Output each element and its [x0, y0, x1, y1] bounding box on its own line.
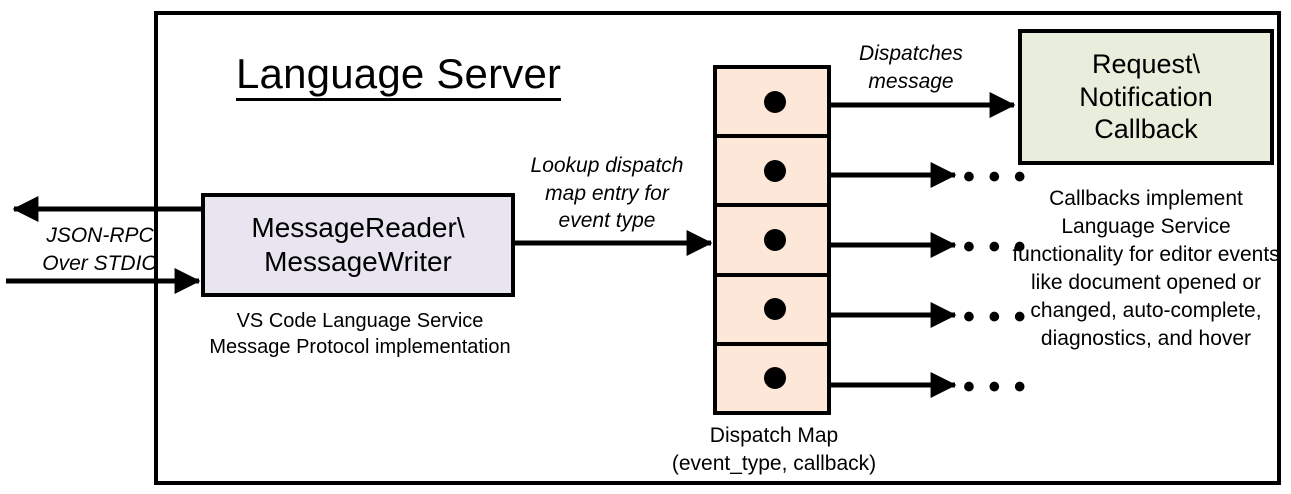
callback-line3: Callback	[1094, 114, 1198, 145]
annotation-dispatches-line2: message	[868, 69, 954, 93]
message-reader-caption-line2: Message Protocol implementation	[209, 336, 511, 359]
ellipsis-row-3: • • •	[963, 228, 1028, 266]
dispatch-entry-dot-icon	[764, 229, 786, 251]
annotation-lookup-dispatch: Lookup dispatch map entry for event type	[512, 152, 702, 235]
dispatch-map-row[interactable]	[717, 138, 827, 208]
annotation-jsonrpc-line1: JSON-RPC	[46, 224, 154, 247]
annotation-jsonrpc: JSON-RPC Over STDIO	[20, 222, 180, 277]
dispatch-entry-dot-icon	[764, 159, 786, 182]
dispatch-entry-dot-icon	[764, 367, 786, 390]
request-notification-callback-box[interactable]: Request\ Notification Callback	[1018, 29, 1274, 165]
annotation-dispatches-line1: Dispatches	[859, 42, 963, 65]
dispatch-map-row[interactable]	[717, 346, 827, 411]
callback-caption: Callbacks implement Language Service fun…	[1012, 187, 1280, 350]
annotation-jsonrpc-line2: Over STDIO	[42, 251, 158, 275]
message-reader-line1: MessageReader\	[251, 211, 465, 243]
dispatch-map-caption-line1: Dispatch Map	[709, 424, 839, 447]
callback-line1: Request\	[1091, 48, 1201, 79]
page-title: Language Server	[236, 51, 562, 102]
message-reader-caption: VS Code Language Service Message Protoco…	[190, 308, 530, 361]
ellipsis-row-4: • • •	[963, 298, 1028, 336]
dispatch-map-row[interactable]	[717, 277, 827, 346]
ellipsis-row-2: • • •	[963, 158, 1028, 196]
dispatch-map-row[interactable]	[717, 207, 827, 277]
message-reader-line2: MessageWriter	[264, 246, 452, 277]
language-server-boundary	[154, 11, 1281, 485]
message-reader-caption-line1: VS Code Language Service	[236, 310, 484, 332]
ellipsis-row-5: • • •	[963, 368, 1028, 406]
dispatch-entry-dot-icon	[764, 90, 786, 113]
dispatch-map-caption: Dispatch Map (event_type, callback)	[645, 422, 903, 477]
dispatch-map-row[interactable]	[717, 69, 827, 139]
dispatch-map-caption-line2: (event_type, callback)	[671, 451, 877, 475]
dispatch-map-table[interactable]	[713, 65, 831, 415]
annotation-lookup-line1: Lookup dispatch	[530, 154, 684, 177]
callback-line2: Notification	[1079, 81, 1213, 112]
annotation-dispatches-message: Dispatches message	[828, 40, 994, 95]
annotation-lookup-line2: map entry for	[545, 181, 669, 205]
message-reader-writer-box[interactable]: MessageReader\ MessageWriter	[201, 193, 515, 297]
dispatch-entry-dot-icon	[764, 298, 786, 321]
annotation-lookup-line3: event type	[558, 209, 656, 233]
